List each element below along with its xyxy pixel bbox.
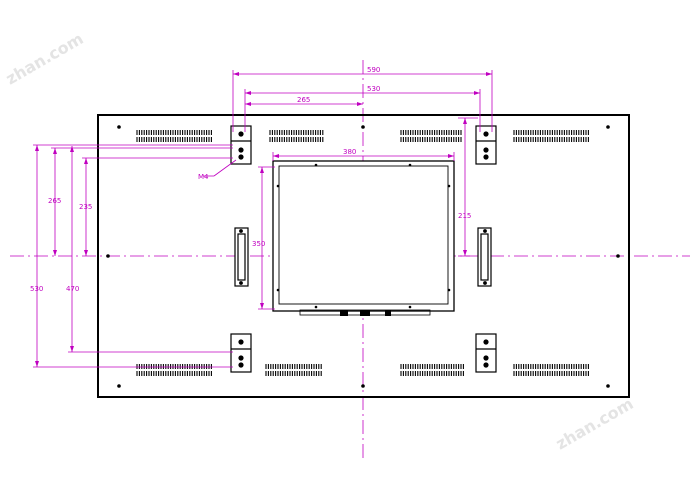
dim-470-label: 470 (66, 285, 79, 293)
watermark-bottom-right: zhan.com (553, 394, 637, 454)
vent-grille (400, 364, 464, 376)
dim-215-label: 215 (458, 212, 471, 220)
monitor-outline (97, 114, 630, 398)
dim-530-top-label: 530 (367, 85, 380, 93)
dimension-lines (33, 70, 493, 368)
vent-grille (136, 364, 212, 376)
dimension-arrows (35, 72, 492, 367)
screw-m4-label: M4 (198, 173, 209, 181)
dim-265-top-label: 265 (297, 96, 310, 104)
hole (361, 125, 365, 129)
hole (616, 254, 620, 258)
vent-grille (400, 130, 462, 142)
hole (117, 384, 121, 388)
side-handles (234, 227, 492, 287)
dim-265-left-label: 265 (48, 197, 61, 205)
handle-left (234, 227, 249, 287)
handle-right (477, 227, 492, 287)
hole (117, 125, 121, 129)
bracket-top-right (475, 125, 497, 165)
dimension-labels: 590 530 265 380 530 265 235 470 350 215 … (30, 66, 471, 293)
vent-grille (269, 130, 324, 142)
vesa-brackets (230, 125, 497, 373)
hole (606, 125, 610, 129)
vent-grille (265, 364, 322, 376)
dim-350-label: 350 (252, 240, 265, 248)
hole (606, 384, 610, 388)
vent-grille (513, 130, 589, 142)
dim-380-label: 380 (343, 148, 356, 156)
dim-530-left-label: 530 (30, 285, 43, 293)
dim-590-label: 590 (367, 66, 380, 74)
dim-235-label: 235 (79, 203, 92, 211)
hole (106, 254, 110, 258)
bracket-bottom-right (475, 333, 497, 373)
electronics-panel (272, 160, 455, 316)
bracket-top-left (230, 125, 252, 165)
watermark-top-left: zhan.com (3, 29, 87, 89)
vent-grille (136, 130, 212, 142)
vent-grille (513, 364, 589, 376)
mounting-holes (106, 125, 620, 388)
hole (361, 384, 365, 388)
bracket-bottom-left (230, 333, 252, 373)
